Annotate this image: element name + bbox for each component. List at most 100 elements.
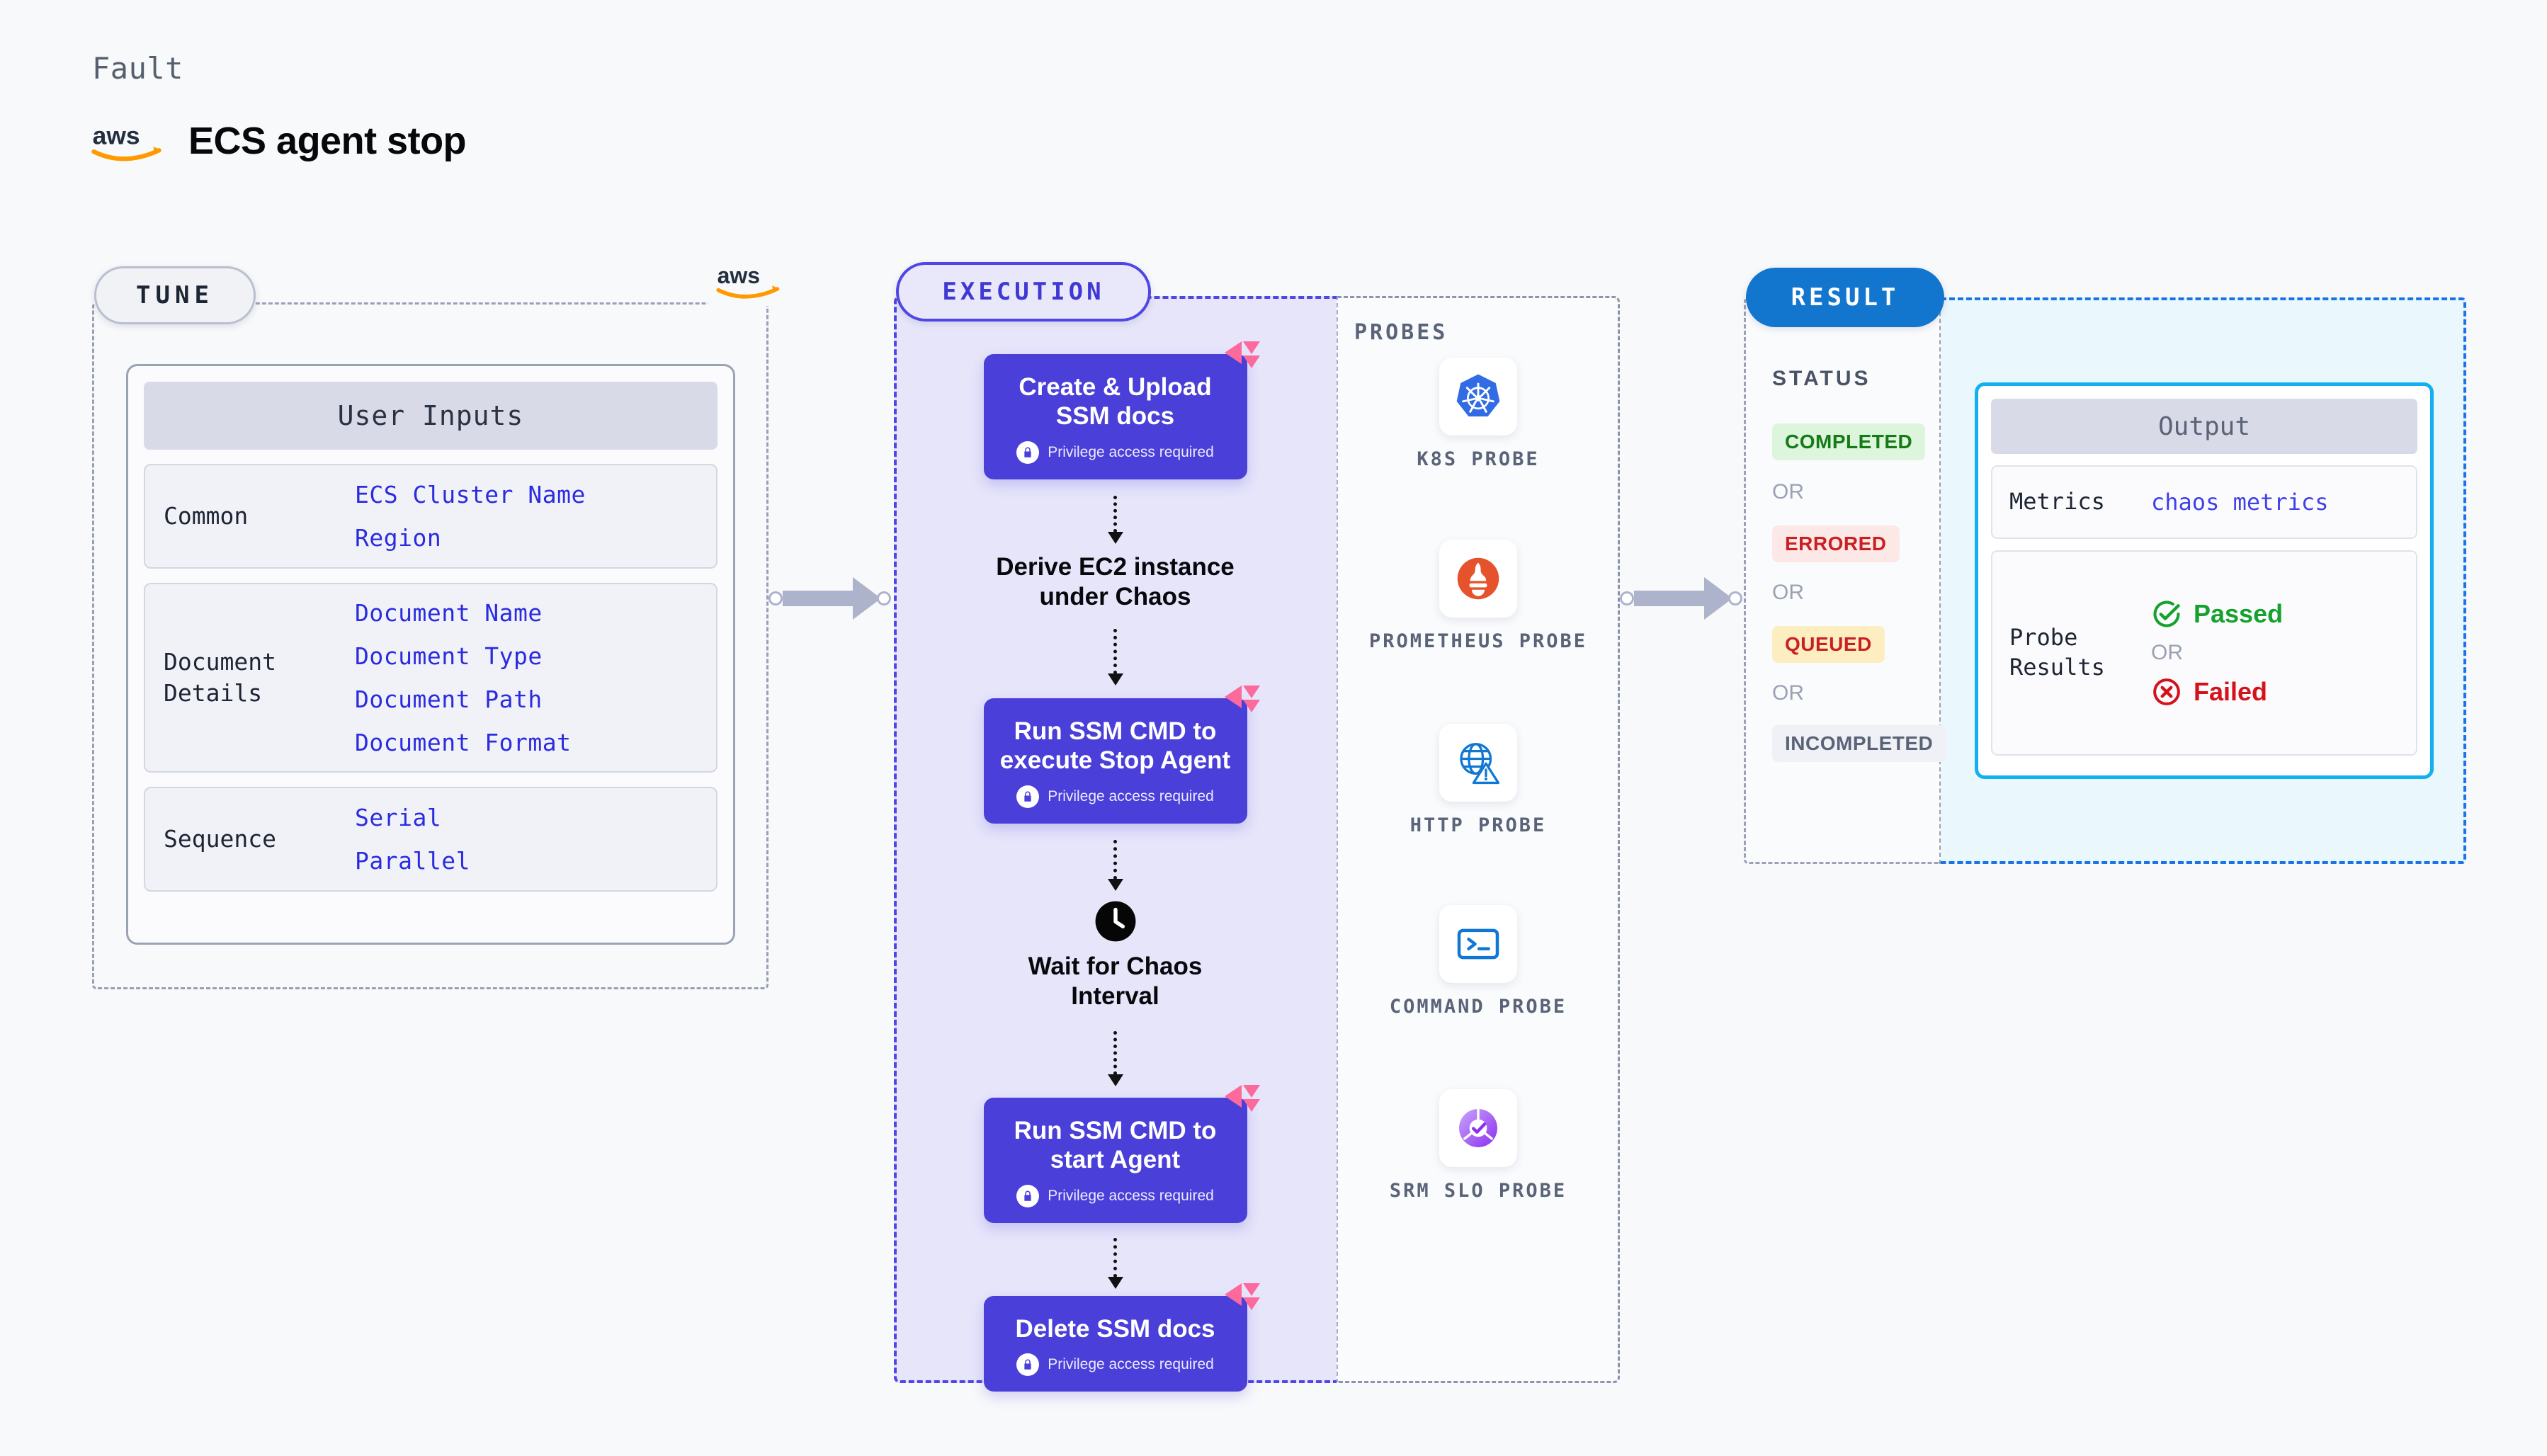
connector-node — [877, 591, 891, 605]
flow-step-delete-ssm-docs[interactable]: Delete SSM docs Privilege access require… — [983, 1283, 1260, 1392]
input-value[interactable]: Serial — [355, 804, 442, 831]
tune-aws-logo-icon: aws — [708, 255, 792, 306]
page-title-text: ECS agent stop — [188, 120, 467, 162]
lock-icon — [1016, 1353, 1040, 1377]
output-row-probe-results[interactable]: Probe Results Passed OR Failed — [1991, 550, 2417, 756]
step-box[interactable]: Run SSM CMD to start Agent Privilege acc… — [983, 1085, 1260, 1223]
privilege-note: Privilege access required — [997, 440, 1235, 464]
svg-text:aws: aws — [93, 121, 140, 149]
flow-arrow — [1107, 1238, 1123, 1289]
input-value[interactable]: Document Path — [355, 686, 543, 713]
probe-command[interactable]: COMMAND PROBE — [1337, 905, 1620, 1020]
step-title: Run SSM CMD to start Agent — [1014, 1117, 1217, 1174]
probe-label: PROMETHEUS PROBE — [1368, 630, 1588, 652]
chaos-marker-icon — [1224, 1283, 1260, 1310]
passed-label: Passed — [2194, 599, 2284, 628]
lock-icon — [1016, 785, 1040, 808]
flow-arrow — [1107, 840, 1123, 891]
aws-logo-icon: aws — [91, 121, 162, 161]
status-badge-completed[interactable]: COMPLETED — [1772, 423, 1926, 460]
probe-srm-slo[interactable]: SRM SLO PROBE — [1337, 1089, 1620, 1204]
input-group-sequence[interactable]: Sequence Serial Parallel — [144, 787, 717, 892]
flow-arrow — [1107, 629, 1123, 686]
connector-node — [1620, 591, 1634, 605]
probes-title: PROBES — [1354, 320, 1448, 345]
input-group-label: Common — [164, 502, 249, 530]
execution-badge[interactable]: EXECUTION — [896, 262, 1151, 322]
or-separator: OR — [1772, 681, 1804, 705]
input-group-document-details[interactable]: Document Details Document Name Document … — [144, 583, 717, 773]
output-row-metrics[interactable]: Metrics chaos metrics — [1991, 465, 2417, 539]
probe-label: COMMAND PROBE — [1389, 996, 1567, 1018]
input-value[interactable]: Region — [355, 524, 442, 552]
status-title: STATUS — [1772, 367, 1871, 390]
connector-node — [1728, 591, 1742, 605]
privilege-text: Privilege access required — [1048, 1187, 1214, 1204]
privilege-note: Privilege access required — [997, 1353, 1235, 1377]
input-group-common[interactable]: Common ECS Cluster Name Region — [144, 464, 717, 569]
probe-label: HTTP PROBE — [1409, 814, 1547, 836]
input-value[interactable]: Document Format — [355, 729, 572, 756]
privilege-text: Privilege access required — [1048, 443, 1214, 460]
input-value[interactable]: Document Type — [355, 642, 543, 670]
terminal-icon — [1439, 905, 1517, 983]
step-title: Derive EC2 instance under Chaos — [996, 553, 1235, 610]
input-value[interactable]: Parallel — [355, 847, 470, 875]
privilege-note: Privilege access required — [997, 785, 1235, 808]
step-title: Wait for Chaos Interval — [1028, 952, 1203, 1010]
privilege-text: Privilege access required — [1048, 1356, 1214, 1373]
status-badge-incompleted[interactable]: INCOMPLETED — [1772, 725, 1946, 762]
step-box[interactable]: Create & Upload SSM docs Privilege acces… — [983, 341, 1260, 479]
probe-result-passed: Passed — [2151, 598, 2283, 630]
input-value[interactable]: Document Name — [355, 599, 543, 627]
failed-label: Failed — [2194, 677, 2268, 706]
probe-prometheus[interactable]: PROMETHEUS PROBE — [1337, 540, 1620, 654]
clock-icon — [1095, 901, 1135, 942]
probes-panel — [1337, 296, 1620, 1383]
flow-step-create-upload[interactable]: Create & Upload SSM docs Privilege acces… — [983, 341, 1260, 479]
or-separator: OR — [2151, 641, 2183, 664]
flow-step-wait-interval: Wait for Chaos Interval — [984, 899, 1247, 1011]
step-title: Run SSM CMD to execute Stop Agent — [999, 717, 1231, 775]
fault-kicker: Fault — [92, 51, 183, 86]
metrics-label: Metrics — [2009, 488, 2105, 516]
input-value[interactable]: ECS Cluster Name — [355, 481, 586, 508]
probe-k8s[interactable]: K8S PROBE — [1337, 358, 1620, 472]
step-title: Create & Upload SSM docs — [1019, 373, 1212, 431]
lock-icon — [1016, 440, 1040, 464]
privilege-text: Privilege access required — [1048, 787, 1214, 804]
probe-result-failed: Failed — [2151, 676, 2283, 707]
connector-shaft — [783, 591, 853, 606]
check-circle-icon — [2153, 601, 2180, 627]
step-box[interactable]: Run SSM CMD to execute Stop Agent Privil… — [983, 686, 1260, 824]
step-title: Delete SSM docs — [1015, 1315, 1215, 1343]
status-badge-errored[interactable]: ERRORED — [1772, 525, 1900, 562]
tune-badge[interactable]: TUNE — [94, 266, 256, 324]
connector-arrowhead — [853, 577, 881, 620]
step-box[interactable]: Delete SSM docs Privilege access require… — [983, 1283, 1260, 1392]
output-card: Output Metrics chaos metrics Probe Resul… — [1975, 382, 2434, 779]
http-globe-icon — [1439, 724, 1517, 802]
user-inputs-card: User Inputs Common ECS Cluster Name Regi… — [126, 364, 735, 945]
connector-shaft — [1634, 591, 1705, 606]
status-badge-queued[interactable]: QUEUED — [1772, 626, 1885, 663]
lock-icon — [1016, 1184, 1040, 1207]
flow-step-run-stop-agent[interactable]: Run SSM CMD to execute Stop Agent Privil… — [983, 686, 1260, 824]
probe-label: K8S PROBE — [1417, 448, 1540, 470]
metrics-value[interactable]: chaos metrics — [2151, 489, 2329, 516]
chaos-marker-icon — [1224, 1085, 1260, 1112]
kubernetes-icon — [1439, 358, 1517, 436]
chaos-marker-icon — [1224, 686, 1260, 712]
flow-arrow — [1107, 496, 1123, 544]
user-inputs-title: User Inputs — [144, 382, 717, 450]
x-circle-icon — [2153, 678, 2180, 705]
output-title: Output — [1991, 399, 2417, 454]
flow-step-run-start-agent[interactable]: Run SSM CMD to start Agent Privilege acc… — [983, 1085, 1260, 1223]
probe-http[interactable]: HTTP PROBE — [1337, 724, 1620, 838]
result-badge[interactable]: RESULT — [1746, 268, 1944, 327]
srm-slo-icon — [1439, 1089, 1517, 1167]
privilege-note: Privilege access required — [997, 1184, 1235, 1207]
flow-step-derive-ec2: Derive EC2 instance under Chaos — [984, 552, 1247, 612]
probe-results-label: Probe Results — [2009, 624, 2105, 681]
prometheus-icon — [1439, 540, 1517, 618]
